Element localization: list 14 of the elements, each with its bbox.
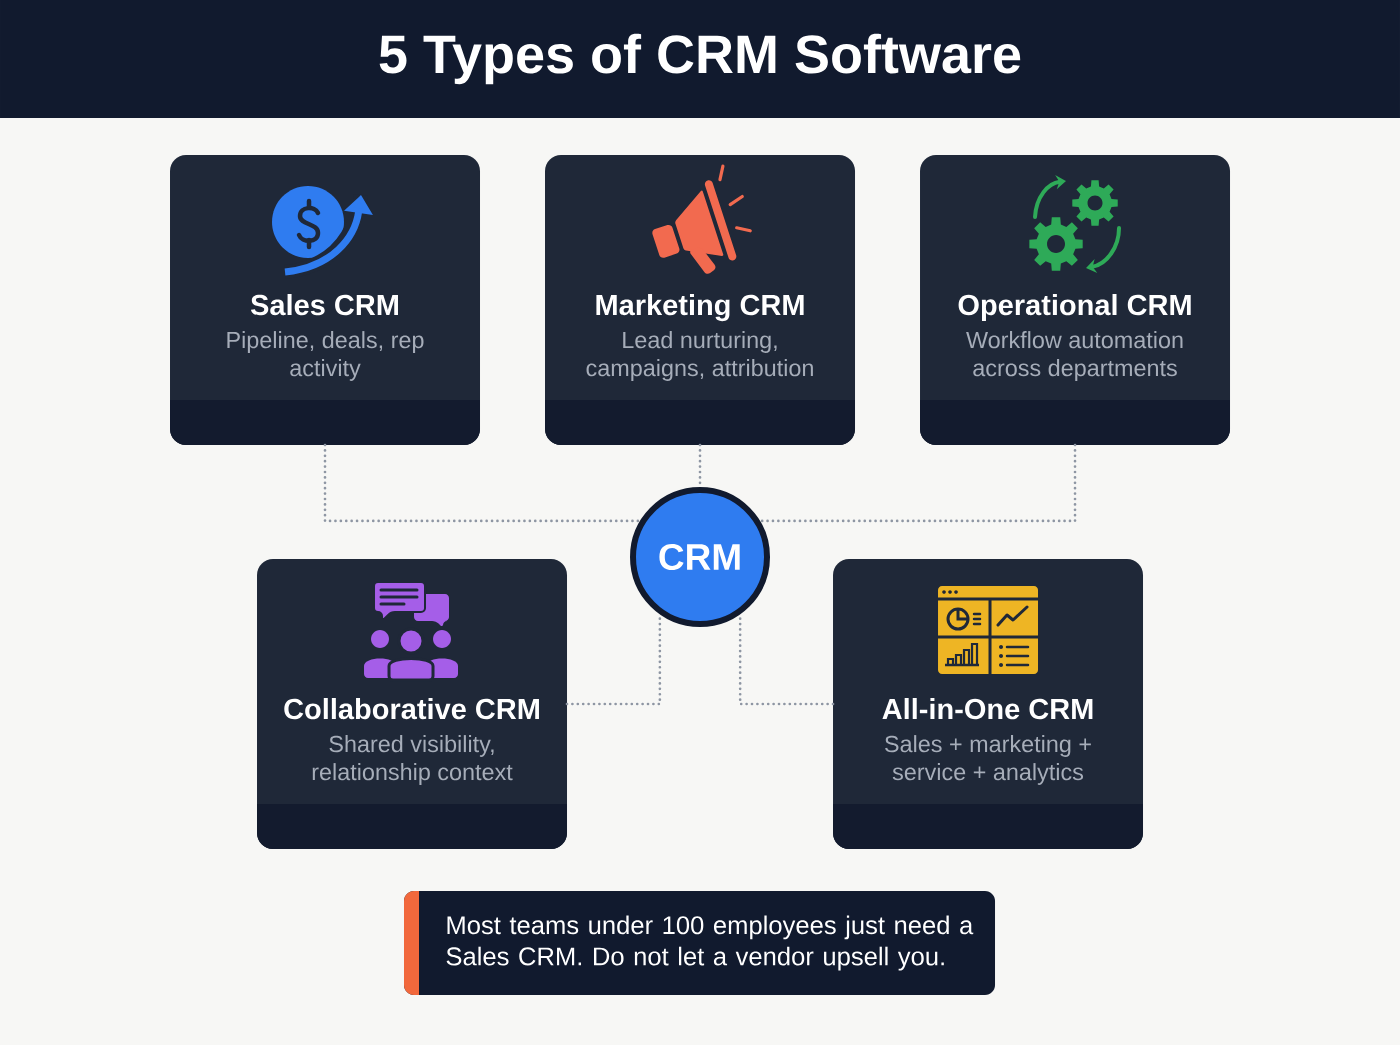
note-box: Most teams under 100 employees just need a Sales CRM. Do not let a vendor upsell you. [404,891,995,995]
card-title: All-in-One CRM [882,698,1093,720]
title-banner: 5 Types of CRM Software [0,0,1400,118]
card-title: Sales CRM [250,294,398,316]
card-description: Pipeline, deals, rep activity [227,331,424,381]
card-description: Sales + marketing + service + analytics [885,735,1091,785]
connector-line [323,443,642,523]
card-description: Workflow automation across departments [966,331,1183,381]
card-title: Collaborative CRM [284,698,539,720]
card-title: Operational CRM [958,294,1191,322]
card-description: Lead nurturing, campaigns, attribution [586,331,813,381]
connector-line [758,443,1077,523]
card-description: Shared visibility, relationship context [312,735,513,785]
card-title: Marketing CRM [596,294,804,322]
